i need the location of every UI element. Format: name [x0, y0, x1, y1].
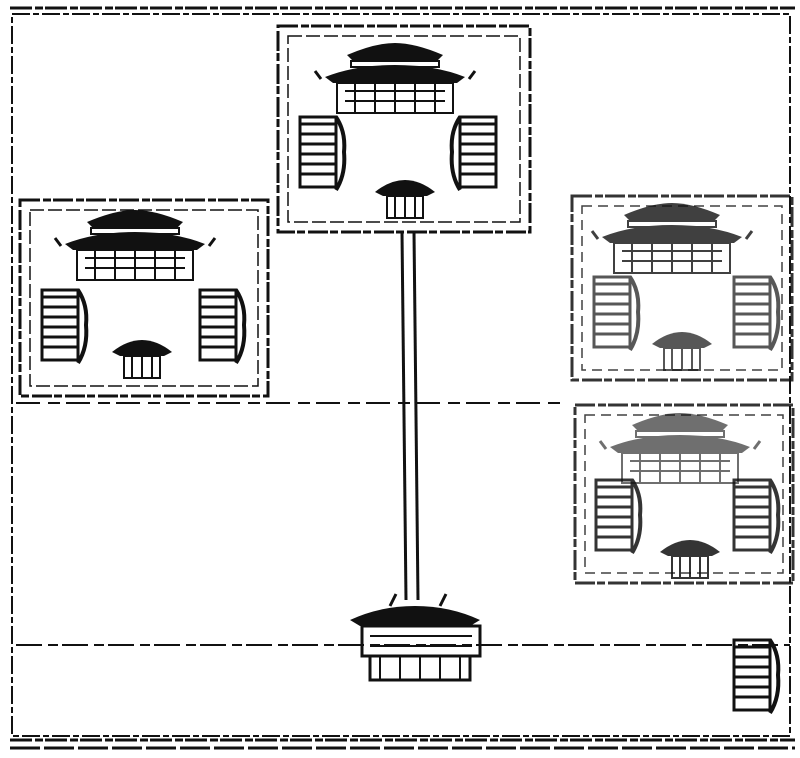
compound-top-center: [276, 24, 532, 234]
main-hall-icon: [313, 41, 477, 115]
main-hall-icon: [598, 411, 762, 485]
main-hall-icon: [53, 208, 217, 282]
side-hall-icon: [592, 275, 641, 352]
gate-pavilion-icon: [111, 339, 173, 379]
gate-pavilion-icon: [374, 179, 436, 219]
compound-left: [18, 198, 270, 398]
side-hall-icon: [198, 288, 247, 365]
terminal-pavilion-icon: [350, 593, 482, 682]
side-hall-icon: [732, 478, 781, 555]
side-hall-icon: [449, 115, 498, 192]
compound-right-lower: [573, 403, 795, 585]
side-hall-icon: [40, 288, 89, 365]
gate-pavilion-icon: [651, 331, 713, 371]
compound-right-upper: [570, 194, 794, 382]
outer-frame: [10, 6, 795, 750]
side-hall-icon: [298, 115, 347, 192]
corner-side-hall-icon: [732, 638, 781, 715]
main-hall-icon: [590, 201, 754, 275]
causeway-icon: [400, 231, 420, 601]
side-hall-icon: [594, 478, 643, 555]
side-hall-icon: [732, 275, 781, 352]
